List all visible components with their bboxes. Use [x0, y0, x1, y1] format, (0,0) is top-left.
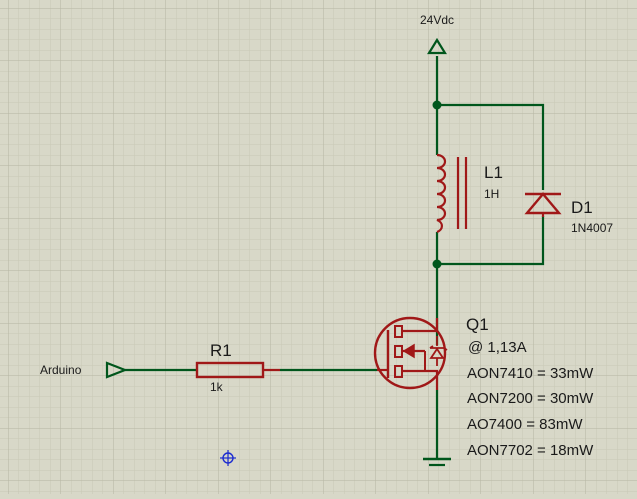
inductor-coil-icon: [436, 153, 447, 234]
diode-ref: D1: [571, 198, 593, 217]
input-terminal[interactable]: Arduino: [40, 361, 129, 379]
mosfet-drain-path: [402, 318, 439, 333]
mosfet-body-circle: [373, 316, 447, 390]
power-arrow-icon: [427, 37, 447, 55]
wire-bottom-bus: [437, 216, 545, 266]
inductor-ref: L1: [484, 163, 503, 182]
annotation-line: AO7400 = 83mW: [467, 416, 583, 433]
mosfet-body-arrow-icon: [402, 343, 415, 359]
mosfet-ref: Q1: [466, 315, 489, 334]
resistor-value: 1k: [210, 380, 224, 394]
annotation-line: AON7702 = 18mW: [467, 442, 594, 459]
inductor-l1[interactable]: L1 1H: [436, 153, 503, 234]
input-arrow-icon: [105, 361, 129, 379]
junction-top: [432, 100, 442, 110]
ground-terminal[interactable]: [423, 457, 451, 467]
diode-d1[interactable]: D1 1N4007: [524, 192, 613, 235]
input-label: Arduino: [40, 363, 82, 377]
power-label: 24Vdc: [420, 13, 454, 27]
diode-value: 1N4007: [571, 221, 613, 235]
junction-bottom: [432, 259, 442, 269]
power-terminal[interactable]: 24Vdc: [420, 13, 454, 55]
origin-marker-icon[interactable]: [220, 450, 236, 466]
mosfet-q1[interactable]: Q1: [373, 315, 489, 390]
inductor-value: 1H: [484, 187, 499, 201]
mosfet-source-path: [402, 369, 439, 390]
annotation-line: AON7200 = 30mW: [467, 390, 594, 407]
wire-top-bus: [437, 103, 545, 190]
resistor-ref: R1: [210, 341, 232, 360]
resistor-r1[interactable]: R1 1k: [195, 341, 280, 394]
annotation-current: @ 1,13A: [468, 339, 527, 356]
mosfet-annotation: @ 1,13A AON7410 = 33mW AON7200 = 30mW AO…: [467, 339, 594, 459]
annotation-line: AON7410 = 33mW: [467, 365, 594, 382]
